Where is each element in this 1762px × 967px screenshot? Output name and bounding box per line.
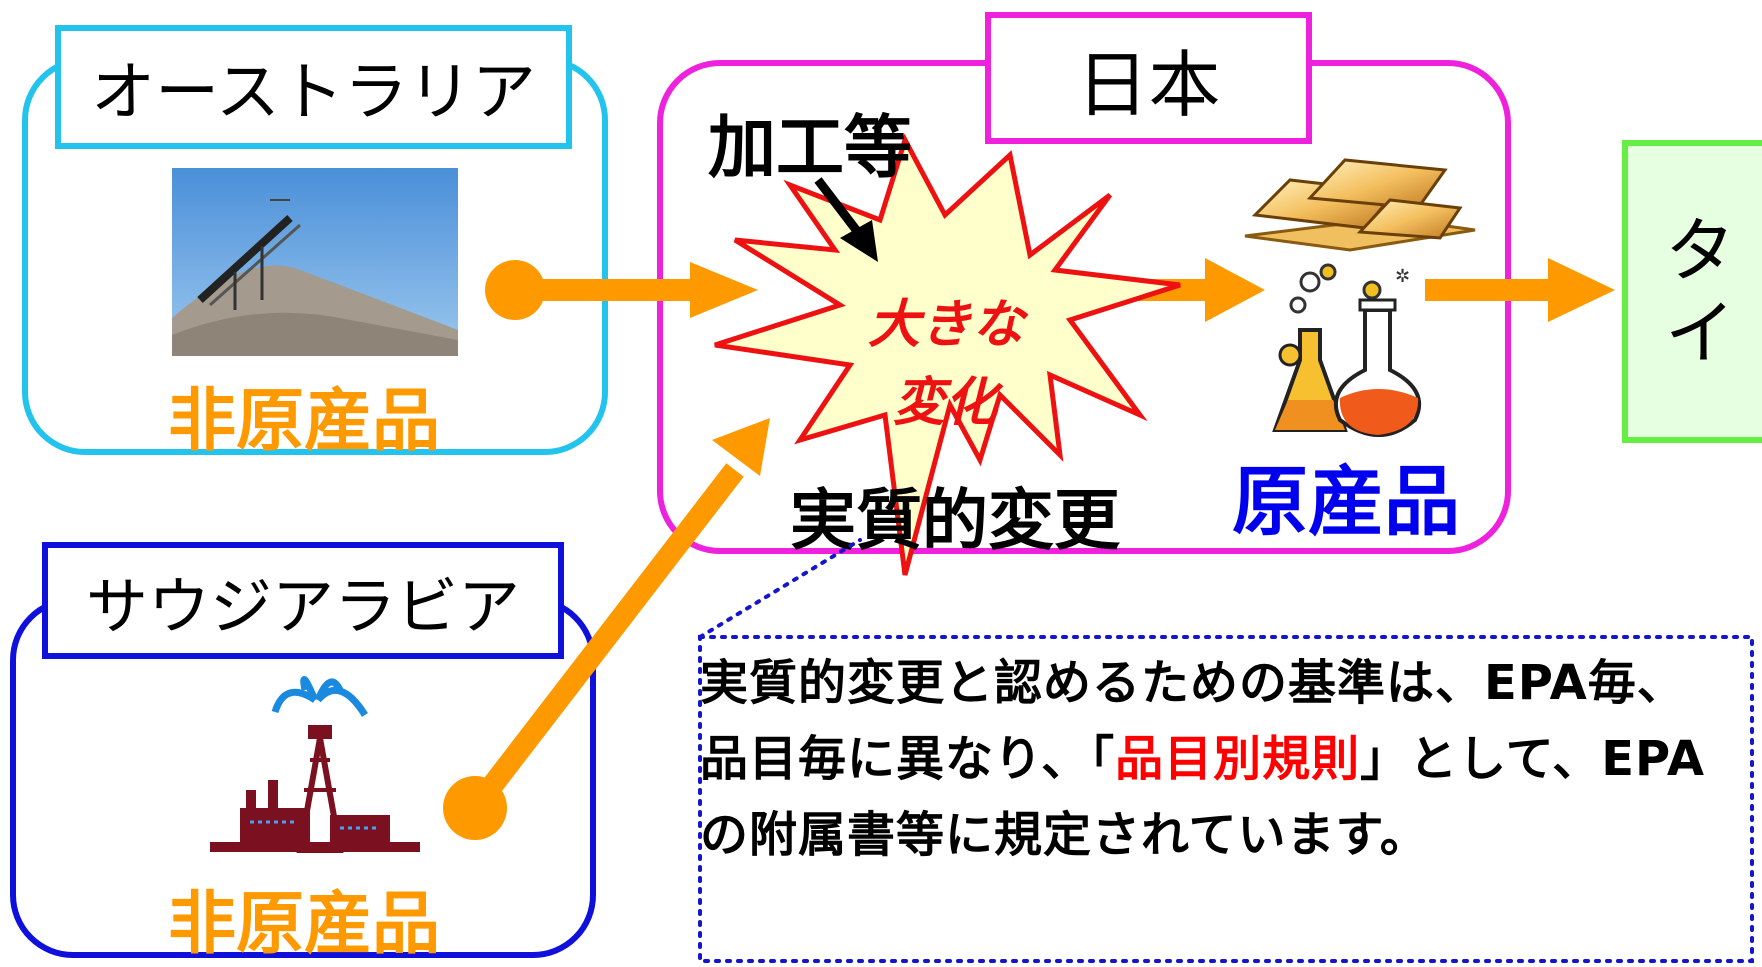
svg-text:✲: ✲ [1395, 266, 1410, 287]
burst-text-line2: 変化 [893, 373, 998, 433]
destination-label: タイ [1665, 210, 1735, 374]
oil-rig-icon [210, 676, 420, 853]
australia-label: オーストラリア [55, 25, 572, 149]
burst-text-line1: 大きな [868, 295, 1025, 355]
gold-bars-icon [1244, 158, 1476, 252]
saudi-item-text: 非原産品 [168, 885, 441, 964]
saudi-label: サウジアラビア [42, 542, 564, 659]
japan-label: 日本 [985, 12, 1312, 144]
australia-item-text: 非原産品 [168, 382, 441, 461]
origin-product-text: 原産品 [1232, 457, 1460, 546]
process-label: 加工等 [708, 109, 913, 188]
arrow-to-destination [1425, 258, 1615, 322]
destination-box [1622, 140, 1762, 443]
starburst-icon [714, 133, 1181, 576]
substantial-change-label: 実質的変更 [790, 482, 1120, 559]
lab-flasks-icon: ✲ [1272, 263, 1421, 437]
note-highlight: 品目別規則 [1115, 731, 1361, 787]
arrow-saudi [443, 418, 770, 840]
note-text-part2: 」として、EPAの附属書等に規定されています。 [700, 731, 1705, 863]
process-pointer-arrow [814, 177, 878, 262]
arrow-australia [485, 260, 758, 320]
note-text: 実質的変更と認めるための基準は、EPA毎、品目毎に異なり、「品目別規則」として、… [700, 645, 1720, 955]
note-text-part1: 実質的変更と認めるための基準は、EPA毎、品目毎に異なり、「 [700, 655, 1686, 787]
mining-conveyor-photo [172, 168, 458, 356]
